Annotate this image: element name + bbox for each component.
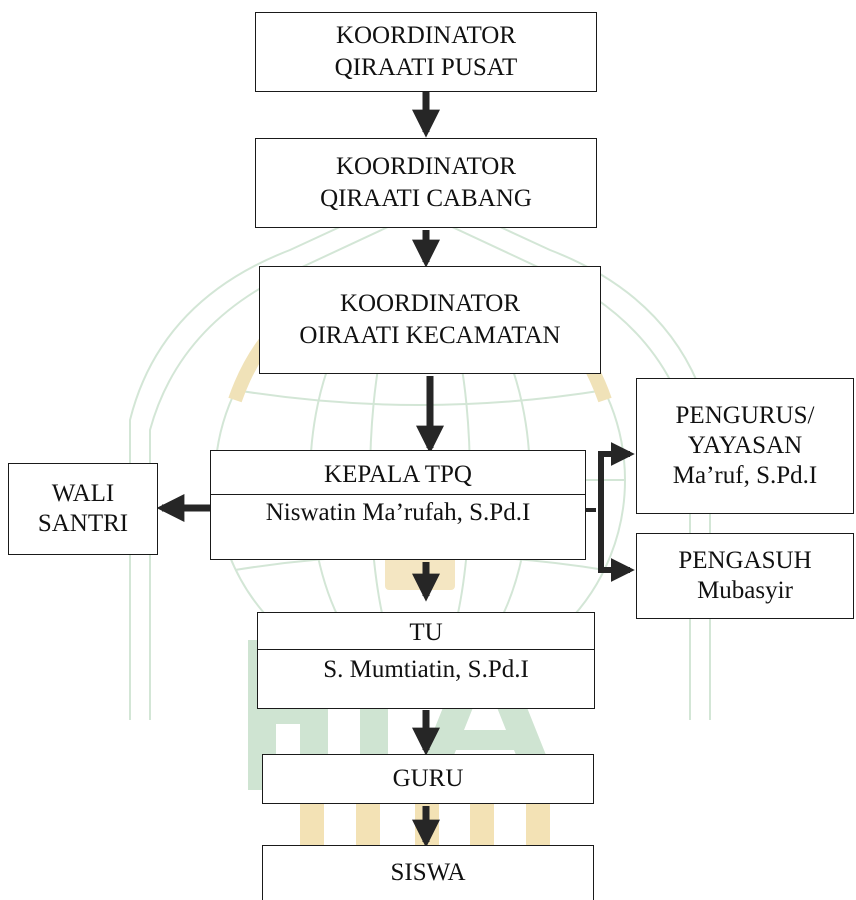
node-koordinator-pusat: KOORDINATOR QIRAATI PUSAT	[255, 12, 597, 92]
node-pengasuh-name: Mubasyir	[697, 577, 793, 604]
node-pusat-line1: KOORDINATOR	[335, 22, 517, 49]
node-pengurus-line2: YAYASAN	[687, 432, 803, 459]
node-pengurus-line1: PENGURUS/	[675, 402, 815, 429]
node-kecamatan-line1: KOORDINATOR	[339, 290, 521, 317]
node-kepala-tpq: KEPALA TPQ Niswatin Ma’rufah, S.Pd.I	[210, 450, 586, 560]
node-tu: TU S. Mumtiatin, S.Pd.I	[257, 612, 595, 709]
node-kepala-name: Niswatin Ma’rufah, S.Pd.I	[265, 499, 531, 526]
node-tu-title: TU	[258, 613, 594, 650]
node-guru-label: GURU	[392, 765, 464, 792]
node-kecamatan-line2: OIRAATI KECAMATAN	[299, 322, 561, 349]
node-siswa-label: SISWA	[390, 859, 466, 886]
node-kepala-title: KEPALA TPQ	[211, 451, 585, 495]
node-siswa: SISWA	[262, 845, 594, 900]
node-pengasuh-title: PENGASUH	[678, 547, 812, 574]
node-cabang-line1: KOORDINATOR	[335, 153, 517, 180]
node-guru: GURU	[262, 754, 594, 804]
node-koordinator-kecamatan: KOORDINATOR OIRAATI KECAMATAN	[259, 266, 601, 374]
node-wali-santri: WALI SANTRI	[8, 463, 158, 555]
node-koordinator-cabang: KOORDINATOR QIRAATI CABANG	[255, 138, 597, 228]
node-cabang-line2: QIRAATI CABANG	[320, 185, 532, 212]
node-wali-line2: SANTRI	[37, 510, 129, 537]
node-pengurus-yayasan: PENGURUS/ YAYASAN Ma’ruf, S.Pd.I	[636, 378, 854, 514]
node-pengurus-name: Ma’ruf, S.Pd.I	[672, 462, 818, 489]
node-wali-line1: WALI	[51, 480, 115, 507]
node-tu-name: S. Mumtiatin, S.Pd.I	[323, 656, 529, 683]
node-pengasuh: PENGASUH Mubasyir	[636, 533, 854, 619]
node-pusat-line2: QIRAATI PUSAT	[334, 54, 518, 81]
